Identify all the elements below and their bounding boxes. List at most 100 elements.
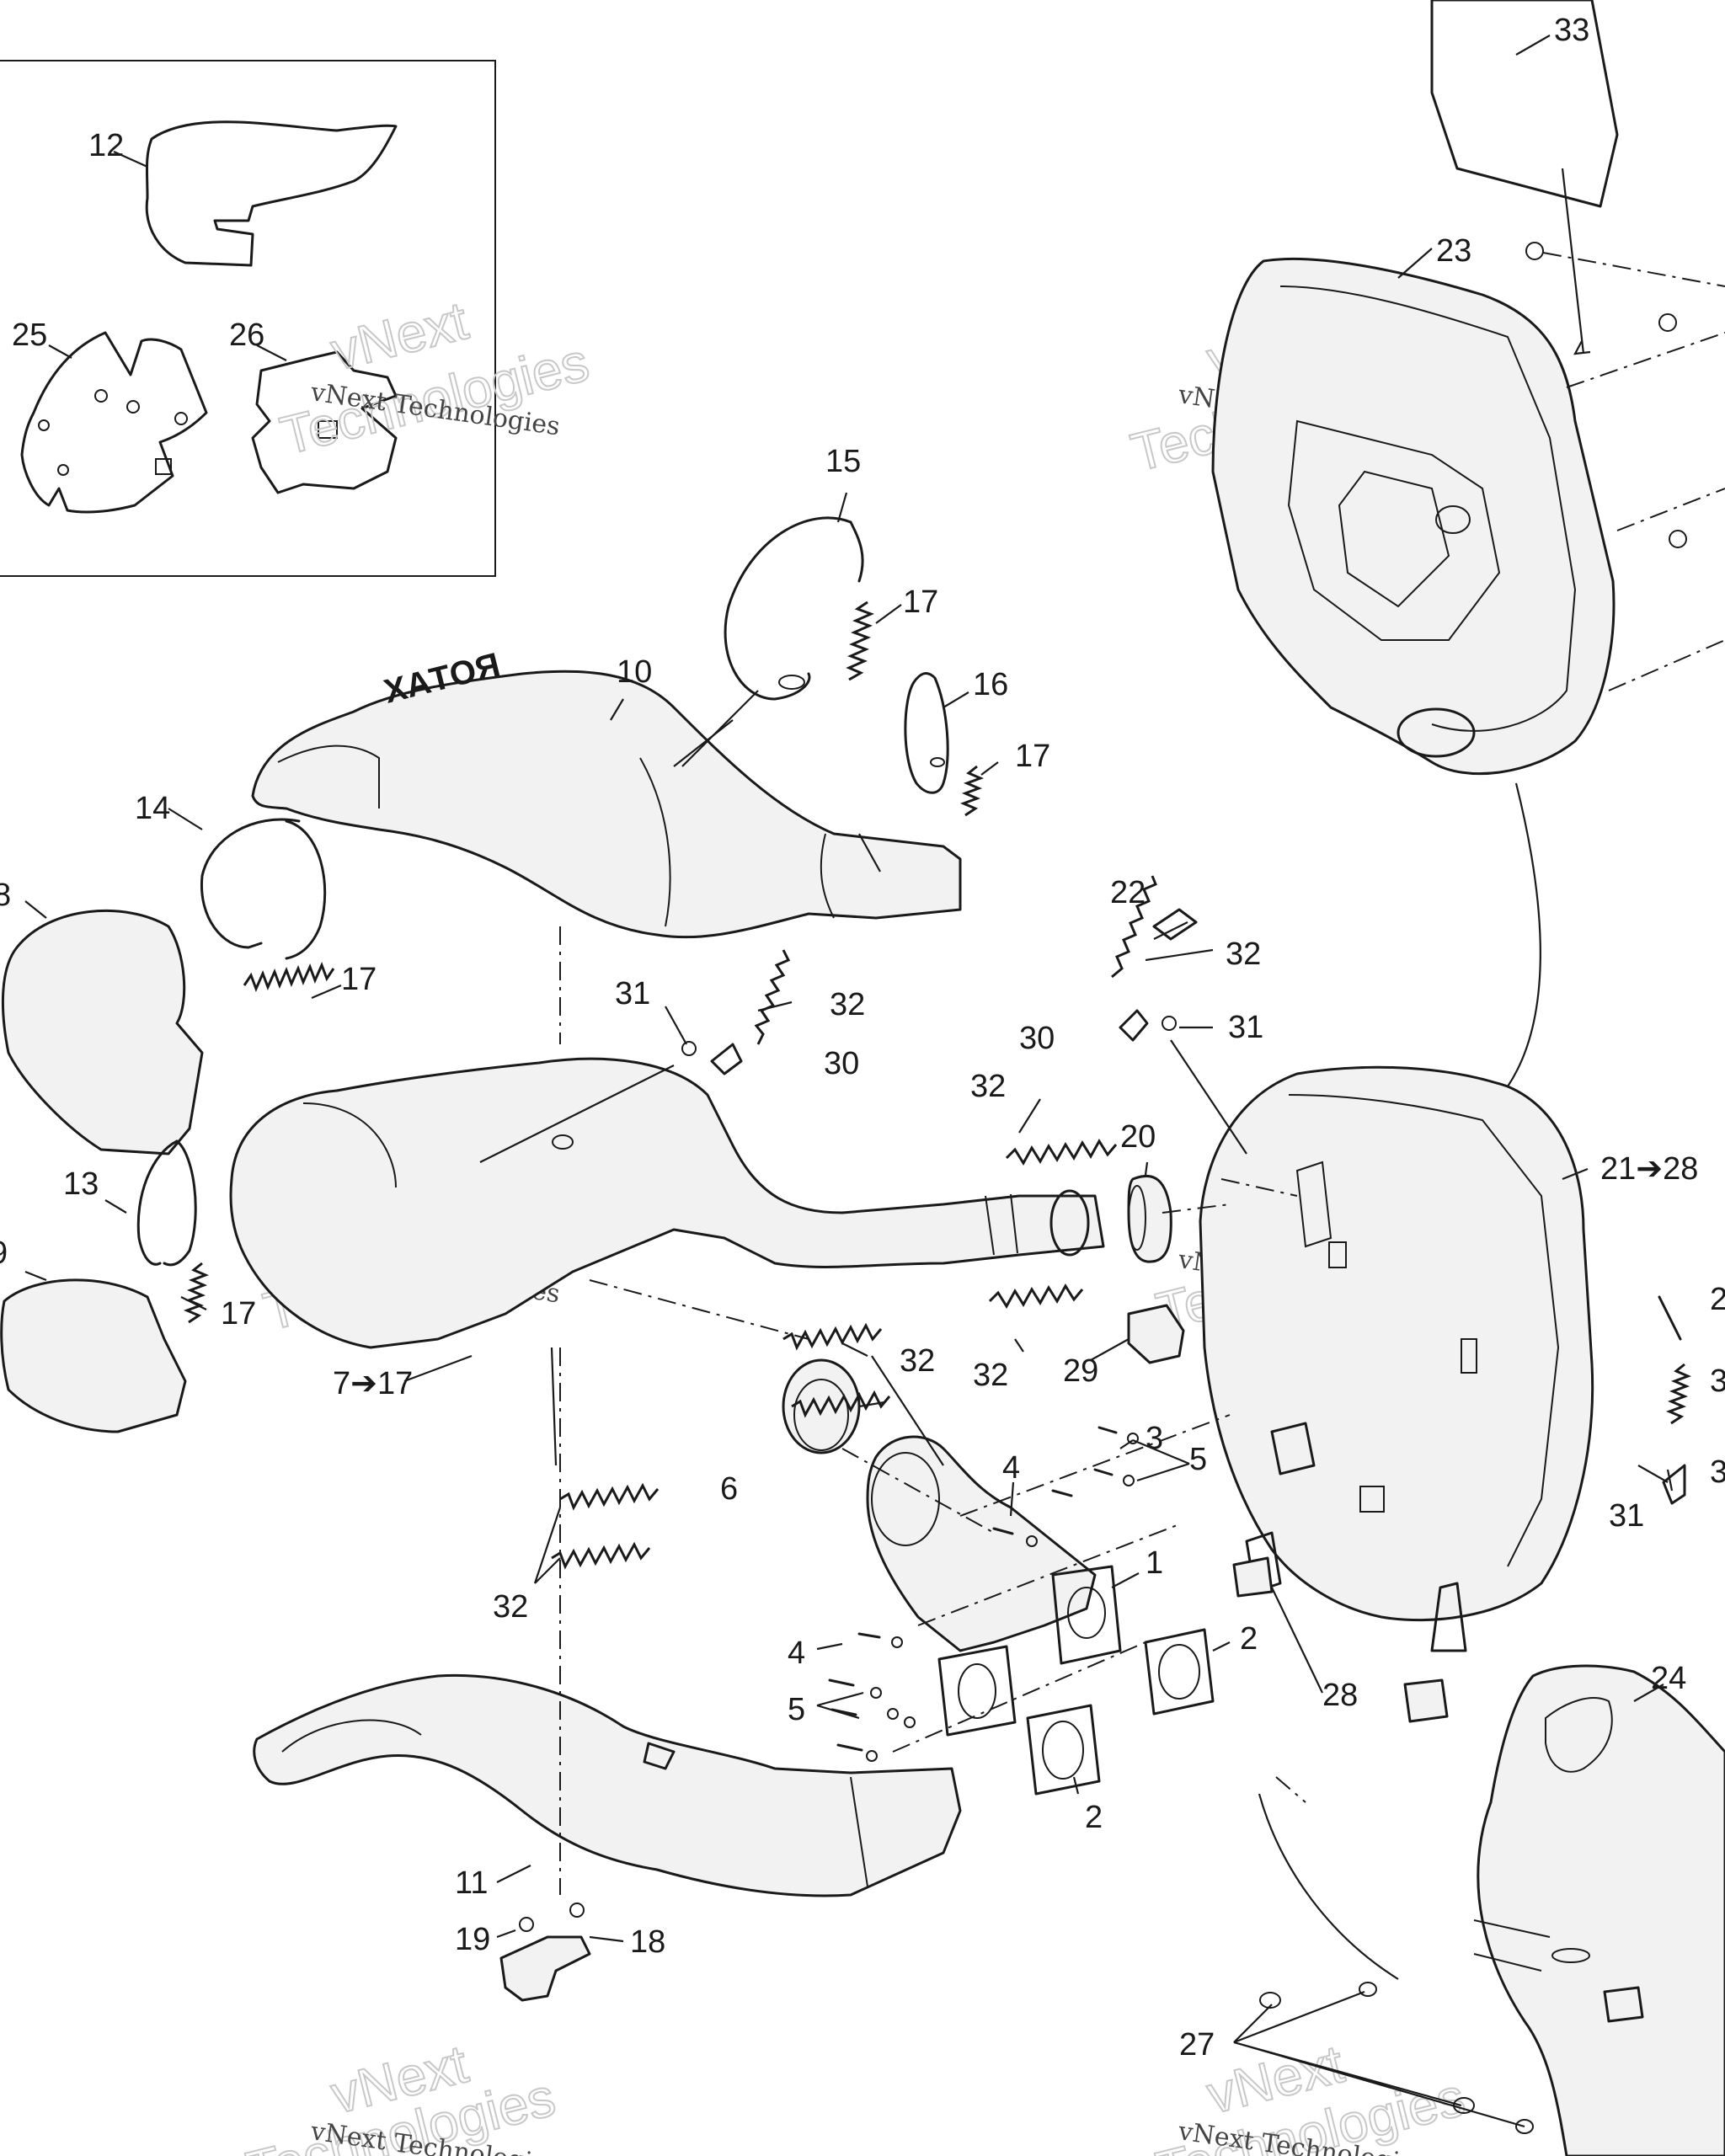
clip-30-b (1119, 1009, 1149, 1042)
clamp-band-15 (724, 516, 864, 701)
gasket-26 (251, 350, 398, 494)
callout-32-f: 32 (493, 1589, 528, 1625)
ring-6 (782, 1358, 861, 1454)
callout-4-b: 4 (788, 1636, 805, 1671)
leader-lines (24, 35, 1674, 2128)
callout-33: 33 (1554, 13, 1589, 48)
spring-32-d (988, 1283, 1084, 1309)
pipe-cover-10: XAΤOЯ (251, 646, 962, 939)
spring-right-3 (1665, 1363, 1692, 1425)
spring-32-c (1005, 1139, 1118, 1166)
callout-16: 16 (973, 667, 1008, 702)
callout-32-c: 32 (970, 1069, 1006, 1104)
callout-3: 3 (1146, 1421, 1163, 1456)
callout-24: 24 (1651, 1661, 1686, 1696)
callout-23: 23 (1436, 233, 1471, 269)
pad-28-a (1232, 1556, 1274, 1598)
callout-3-right-2: 3 (1710, 1454, 1725, 1490)
clamp-14 (200, 818, 327, 960)
panel-24 (1473, 1664, 1725, 2156)
clip-30-a (710, 1043, 743, 1075)
inset-box (0, 60, 496, 577)
callout-30-b: 30 (1019, 1021, 1055, 1056)
callout-2-a: 2 (1240, 1621, 1258, 1657)
spring-32-e (782, 1322, 883, 1351)
callouts: 12 25 26 33 23 15 17 10 16 17 14 8 17 22… (0, 13, 1725, 2063)
callout-17-b: 17 (1015, 739, 1050, 774)
spring-17-a (846, 600, 874, 681)
callout-28: 28 (1322, 1678, 1358, 1713)
spring-17-b (959, 765, 985, 817)
callout-14: 14 (135, 791, 170, 826)
spring-32-b (754, 949, 791, 1045)
spring-32-h (551, 1541, 651, 1570)
centerlines (559, 926, 1306, 1895)
spring-17-d (183, 1262, 210, 1324)
gasket-sheet-25 (20, 331, 208, 514)
callout-32-b: 32 (830, 987, 865, 1022)
bolts-group (828, 1426, 1139, 1762)
washer-31-a (681, 1041, 697, 1056)
callout-12: 12 (88, 128, 124, 163)
heat-shield-12 (145, 120, 398, 267)
callout-18: 18 (630, 1924, 665, 1960)
callout-32-e: 32 (973, 1358, 1008, 1393)
bracket-18 (499, 1903, 591, 2002)
callout-13: 13 (63, 1166, 99, 1202)
callout-4-a: 4 (1002, 1450, 1020, 1486)
callout-9: 9 (0, 1235, 8, 1271)
bracket-right-3 (1662, 1464, 1686, 1505)
callout-11: 11 (455, 1865, 488, 1901)
callout-8: 8 (0, 878, 11, 913)
clip-22 (1152, 908, 1198, 941)
cover-8 (1, 909, 204, 1155)
exhaust-pipe-7 (229, 1057, 1105, 1349)
sensor-29 (1127, 1304, 1185, 1364)
callout-31-c: 31 (1609, 1498, 1644, 1534)
callout-21: 21➔28 (1600, 1151, 1698, 1187)
spring-17-c (243, 962, 335, 992)
cover-9 (0, 1278, 187, 1433)
clip-right-2 (1658, 1295, 1682, 1341)
callout-1: 1 (1146, 1545, 1163, 1581)
gasket-2-a (1144, 1628, 1215, 1716)
clamp-13 (136, 1139, 197, 1267)
grommets-27 (1259, 1982, 1534, 2134)
panel-33 (1430, 0, 1619, 208)
fasteners-23 (1525, 168, 1725, 691)
callout-7: 7➔17 (333, 1366, 413, 1401)
callout-20: 20 (1120, 1119, 1156, 1155)
callout-17-c: 17 (341, 962, 377, 997)
callout-15: 15 (825, 444, 861, 479)
callout-25: 25 (12, 318, 47, 353)
callout-32-d: 32 (900, 1343, 935, 1379)
callout-17-d: 17 (221, 1296, 256, 1331)
callout-29: 29 (1063, 1353, 1098, 1389)
callout-2-right: 2 (1710, 1282, 1725, 1317)
callout-31-b: 31 (1228, 1010, 1263, 1045)
spring-32-a (1111, 875, 1157, 979)
callout-10: 10 (617, 654, 652, 690)
callout-5-a: 5 (1189, 1442, 1207, 1477)
callout-3-right: 3 (1710, 1364, 1725, 1399)
pad-28-b (1403, 1678, 1449, 1723)
callout-6: 6 (720, 1471, 738, 1507)
clamp-16 (904, 672, 949, 794)
muffler-cover-23 (1211, 257, 1616, 776)
washer-31-b (1162, 1016, 1177, 1031)
callout-27: 27 (1179, 2027, 1215, 2063)
pipe-cover-11 (253, 1673, 962, 1897)
callout-5-b: 5 (788, 1692, 805, 1727)
callout-26: 26 (229, 318, 264, 353)
callout-30-a: 30 (824, 1046, 859, 1081)
callout-32-a: 32 (1226, 937, 1261, 972)
muffler-21 (1199, 1065, 1594, 1652)
ring-20 (1127, 1174, 1172, 1263)
callout-22: 22 (1110, 875, 1146, 910)
callout-2-b: 2 (1085, 1800, 1103, 1835)
gasket-2-b (1026, 1704, 1101, 1796)
manifold-1 (866, 1435, 1122, 1737)
spring-32-g (559, 1482, 660, 1511)
callout-19: 19 (455, 1922, 490, 1957)
